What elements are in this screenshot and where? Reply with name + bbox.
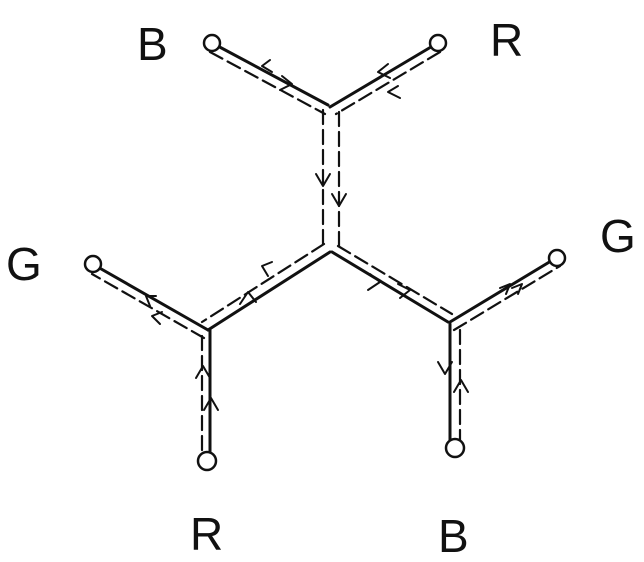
label-top-right: R (490, 14, 523, 66)
edge-center-left (200, 242, 332, 332)
arrow-icon (203, 397, 219, 411)
edges (90, 42, 562, 456)
arrow-icon (397, 283, 411, 299)
arrow-icon (437, 361, 453, 375)
edge-center-right (330, 244, 454, 324)
label-mid-left: G (6, 238, 42, 290)
edge-top-left (208, 42, 330, 116)
arrow-icon (387, 85, 401, 99)
edge-left-to-r (200, 328, 212, 456)
arrow-icon (261, 261, 273, 277)
arrow-icon (145, 295, 157, 307)
edge-left-to-g (90, 264, 210, 340)
arrow-icon (499, 283, 511, 295)
label-bottom-right: B (438, 510, 469, 562)
arrow-icon (195, 365, 211, 379)
edge-top-right (328, 42, 442, 116)
arrow-icon (239, 291, 257, 305)
endpoint-mid-right (547, 248, 567, 268)
arrow-icon (151, 311, 163, 325)
endpoint-mid-left (83, 254, 103, 274)
arrow-icon (261, 59, 273, 73)
endpoint-bottom-right (444, 437, 466, 459)
endpoints (83, 33, 567, 472)
label-bottom-left: R (190, 508, 223, 560)
arrow-icon (279, 75, 293, 91)
arrow-icon (453, 379, 469, 393)
label-mid-right: G (600, 210, 636, 262)
label-top-left: B (137, 18, 168, 70)
endpoint-top-right (428, 33, 448, 53)
arrows (145, 59, 523, 411)
endpoint-bottom-left (196, 450, 218, 472)
arrow-icon (377, 63, 391, 79)
arrow-icon (331, 193, 347, 207)
arrow-icon (367, 273, 381, 291)
endpoint-top-left (202, 33, 222, 53)
arrow-icon (511, 283, 523, 295)
edge-upper-trunk (321, 108, 341, 252)
edge-right-to-g (448, 256, 562, 332)
edge-right-to-b (448, 322, 462, 446)
arrow-icon (315, 173, 331, 187)
